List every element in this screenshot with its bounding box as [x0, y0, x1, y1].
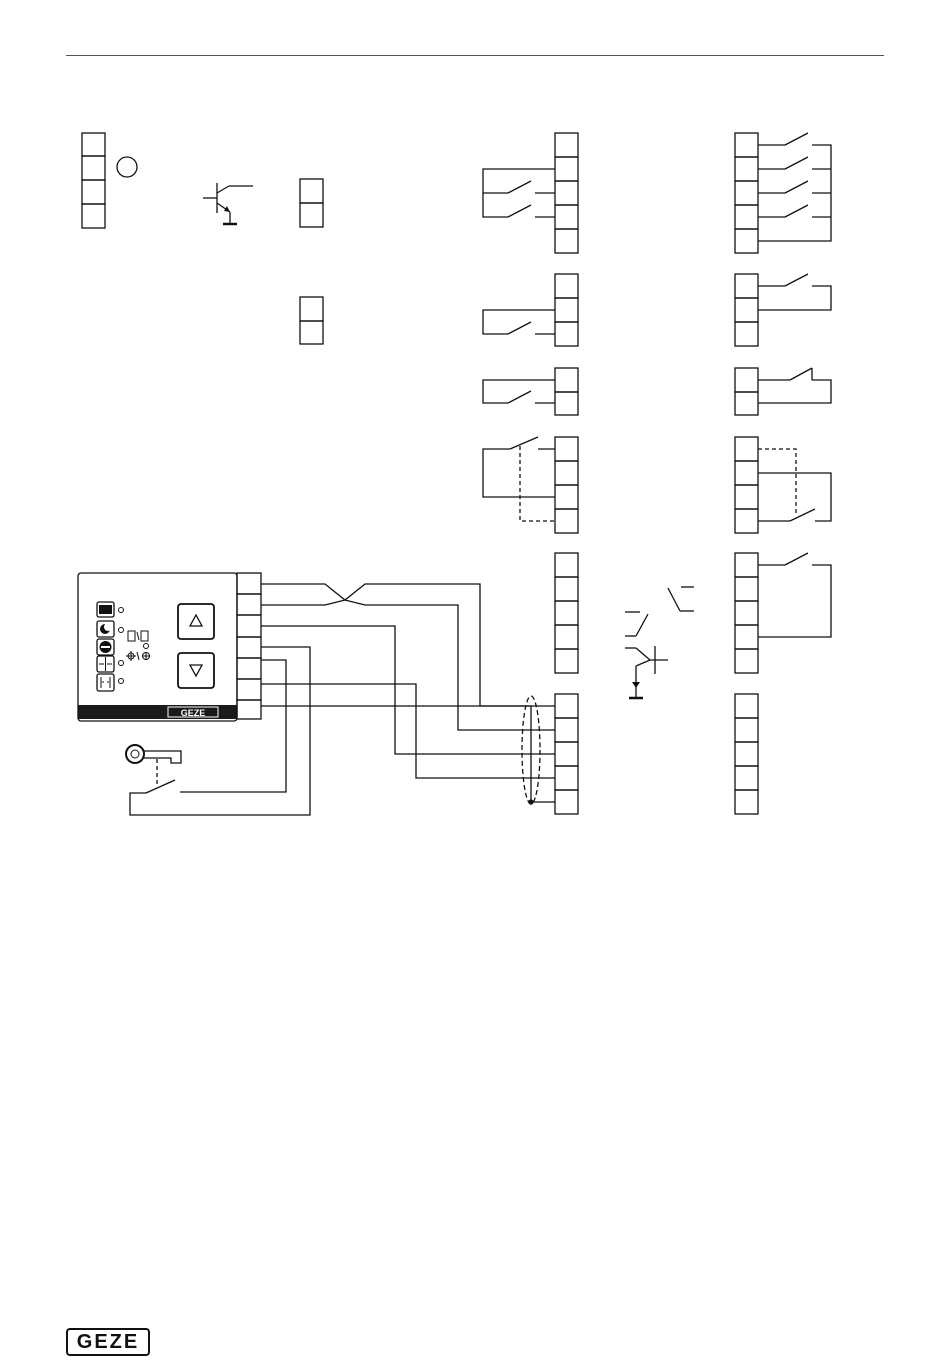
switch-a3: [483, 380, 555, 403]
down-arrow-button[interactable]: [178, 653, 214, 688]
up-arrow-button[interactable]: [178, 604, 214, 639]
switch-b2: [758, 274, 831, 310]
transistor-symbol: [203, 183, 253, 224]
contact-symbols: [625, 587, 694, 698]
automatic-mode-button[interactable]: [97, 656, 124, 672]
night-mode-button[interactable]: [97, 621, 124, 637]
switch-a2: [483, 310, 555, 334]
terminal-block-transistor: [300, 179, 323, 227]
terminal-block-b4: [735, 437, 758, 533]
terminal-block-left: [82, 133, 105, 228]
footer-logo-text: GEZE: [77, 1331, 139, 1354]
terminal-block-a4: [555, 437, 578, 533]
terminal-block-a3: [555, 368, 578, 415]
terminal-block-b1: [735, 133, 758, 253]
terminal-block-mid: [300, 297, 323, 344]
switch-a4: [483, 437, 555, 521]
exit-only-mode-button[interactable]: [97, 639, 114, 655]
terminal-block-b5: [735, 553, 758, 673]
terminal-block-b2: [735, 274, 758, 346]
terminal-block-a2: [555, 274, 578, 346]
terminal-block-a1: [555, 133, 578, 253]
terminal-block-a5: [555, 553, 578, 673]
terminal-block-b6: [735, 694, 758, 814]
key-switch-icon: [126, 745, 181, 786]
summer-winter-icons: [126, 631, 150, 661]
off-mode-button[interactable]: [97, 602, 124, 617]
indicator-lamp-icon: [117, 157, 137, 177]
switch-b4: [758, 449, 831, 521]
switch-pair-a1: [483, 169, 555, 217]
panel-logo: GEZE: [181, 708, 206, 718]
permanent-open-mode-button[interactable]: [97, 674, 124, 691]
terminal-block-b3: [735, 368, 758, 415]
switch-b3: [758, 368, 831, 403]
switch-quad-b1: [758, 133, 831, 241]
switch-b5: [758, 553, 831, 637]
footer-logo: GEZE: [66, 1328, 150, 1356]
terminal-block-a6: [555, 694, 578, 814]
